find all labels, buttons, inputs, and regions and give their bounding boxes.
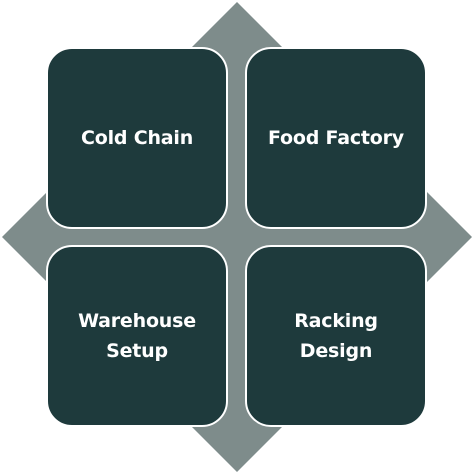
tile-label-food-factory: Food Factory bbox=[268, 127, 404, 149]
tile-label-warehouse-setup: Warehouse Setup bbox=[78, 310, 196, 362]
tile-food-factory: Food Factory bbox=[245, 47, 427, 229]
tile-label-cold-chain: Cold Chain bbox=[80, 127, 194, 149]
tile-cold-chain: Cold Chain bbox=[46, 47, 228, 229]
tile-label-racking-design: Racking Design bbox=[294, 310, 378, 362]
tile-warehouse-setup: Warehouse Setup bbox=[46, 245, 228, 427]
tile-racking-design: Racking Design bbox=[245, 245, 427, 427]
